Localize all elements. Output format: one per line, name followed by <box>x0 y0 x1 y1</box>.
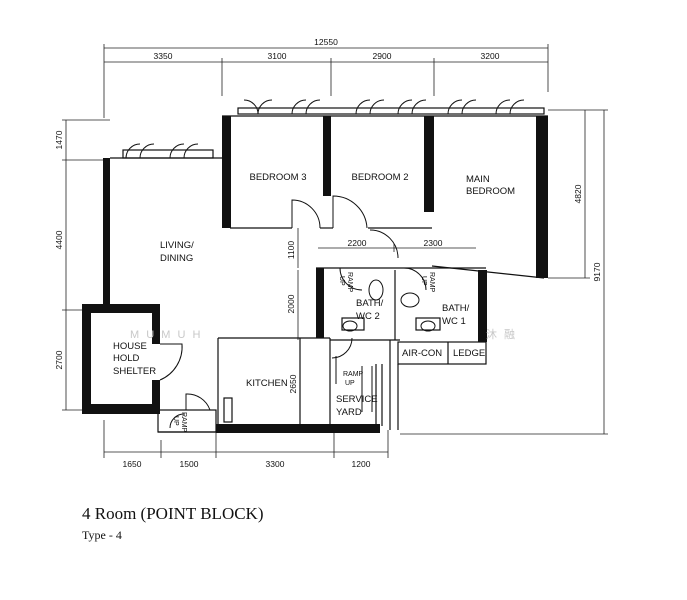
label-ramp-bath1-1: RAMP <box>428 272 435 293</box>
plan-title: 4 Room (POINT BLOCK) <box>82 504 264 523</box>
label-bath-2-1: BATH/ <box>356 298 384 309</box>
dim-overall-width: 12550 <box>314 37 338 47</box>
label-living-1: LIVING/ <box>160 240 194 251</box>
label-ramp-entry-1: RAMP <box>180 412 187 433</box>
plan-subtitle: Type - 4 <box>82 528 122 542</box>
dim-left-1: 1470 <box>54 130 64 149</box>
label-service-2: YARD <box>336 407 362 418</box>
dim-bath-right: 2300 <box>424 238 443 248</box>
label-aircon: AIR-CON <box>402 348 442 359</box>
room-labels: BEDROOM 3 BEDROOM 2 MAIN BEDROOM LIVING/… <box>113 172 515 418</box>
dim-bottom-2: 1500 <box>180 459 199 469</box>
basin-icon <box>342 320 358 332</box>
label-main-bedroom-2: BEDROOM <box>466 186 515 197</box>
label-shelter-3: SHELTER <box>113 366 156 377</box>
label-ramp-bath2-1: RAMP <box>346 272 353 293</box>
label-ledge: LEDGE <box>453 348 485 359</box>
toilet-icon <box>400 292 420 308</box>
watermark-left: M U M U H <box>130 329 202 341</box>
dim-bottom-4: 1200 <box>352 459 371 469</box>
dim-top-3: 2900 <box>373 51 392 61</box>
dimension-labels: 12550 3350 3100 2900 3200 1470 4400 2700… <box>54 37 602 469</box>
label-ramp-yard-1: RAMP <box>343 371 364 378</box>
label-service-1: SERVICE <box>336 394 378 405</box>
dim-bath-left: 2200 <box>348 238 367 248</box>
dim-kitchen-height: 2650 <box>288 374 298 393</box>
dim-left-3: 2700 <box>54 350 64 369</box>
label-ramp-entry-2: UP <box>172 416 179 426</box>
label-ramp-bath1-2: UP <box>420 276 427 286</box>
label-bath-1-2: WC 1 <box>442 316 466 327</box>
dimension-lines <box>62 44 608 458</box>
ramp-labels: RAMP UP RAMP UP RAMP UP RAMP UP <box>172 272 435 433</box>
ramp-rail-icon <box>335 356 373 412</box>
label-living-2: DINING <box>160 253 193 264</box>
label-bedroom-2: BEDROOM 2 <box>351 172 408 183</box>
label-kitchen: KITCHEN <box>246 378 288 389</box>
dim-bath-height: 2000 <box>286 294 296 313</box>
label-ramp-yard-2: UP <box>345 380 355 387</box>
label-main-bedroom-1: MAIN <box>466 174 490 185</box>
watermark-right: 沐 融 <box>486 328 517 341</box>
label-bath-2-2: WC 2 <box>356 311 380 322</box>
dim-bottom-3: 3300 <box>266 459 285 469</box>
dim-top-4: 3200 <box>481 51 500 61</box>
label-bath-1-1: BATH/ <box>442 303 470 314</box>
dim-left-2: 4400 <box>54 230 64 249</box>
thick-walls <box>82 116 548 433</box>
toilet-icon <box>368 279 384 301</box>
dim-top-2: 3100 <box>268 51 287 61</box>
fixtures <box>335 279 436 412</box>
dim-bottom-1: 1650 <box>123 459 142 469</box>
dim-top-1: 3350 <box>154 51 173 61</box>
label-bedroom-3: BEDROOM 3 <box>249 172 306 183</box>
label-shelter-2: HOLD <box>113 353 140 364</box>
label-ramp-bath2-2: UP <box>338 276 345 286</box>
dim-right-2: 9170 <box>592 262 602 281</box>
dim-corridor: 1100 <box>286 241 296 260</box>
dim-right-1: 4820 <box>573 184 583 203</box>
basin-icon <box>420 320 436 332</box>
label-shelter-1: HOUSE <box>113 341 147 352</box>
doors <box>125 99 525 429</box>
